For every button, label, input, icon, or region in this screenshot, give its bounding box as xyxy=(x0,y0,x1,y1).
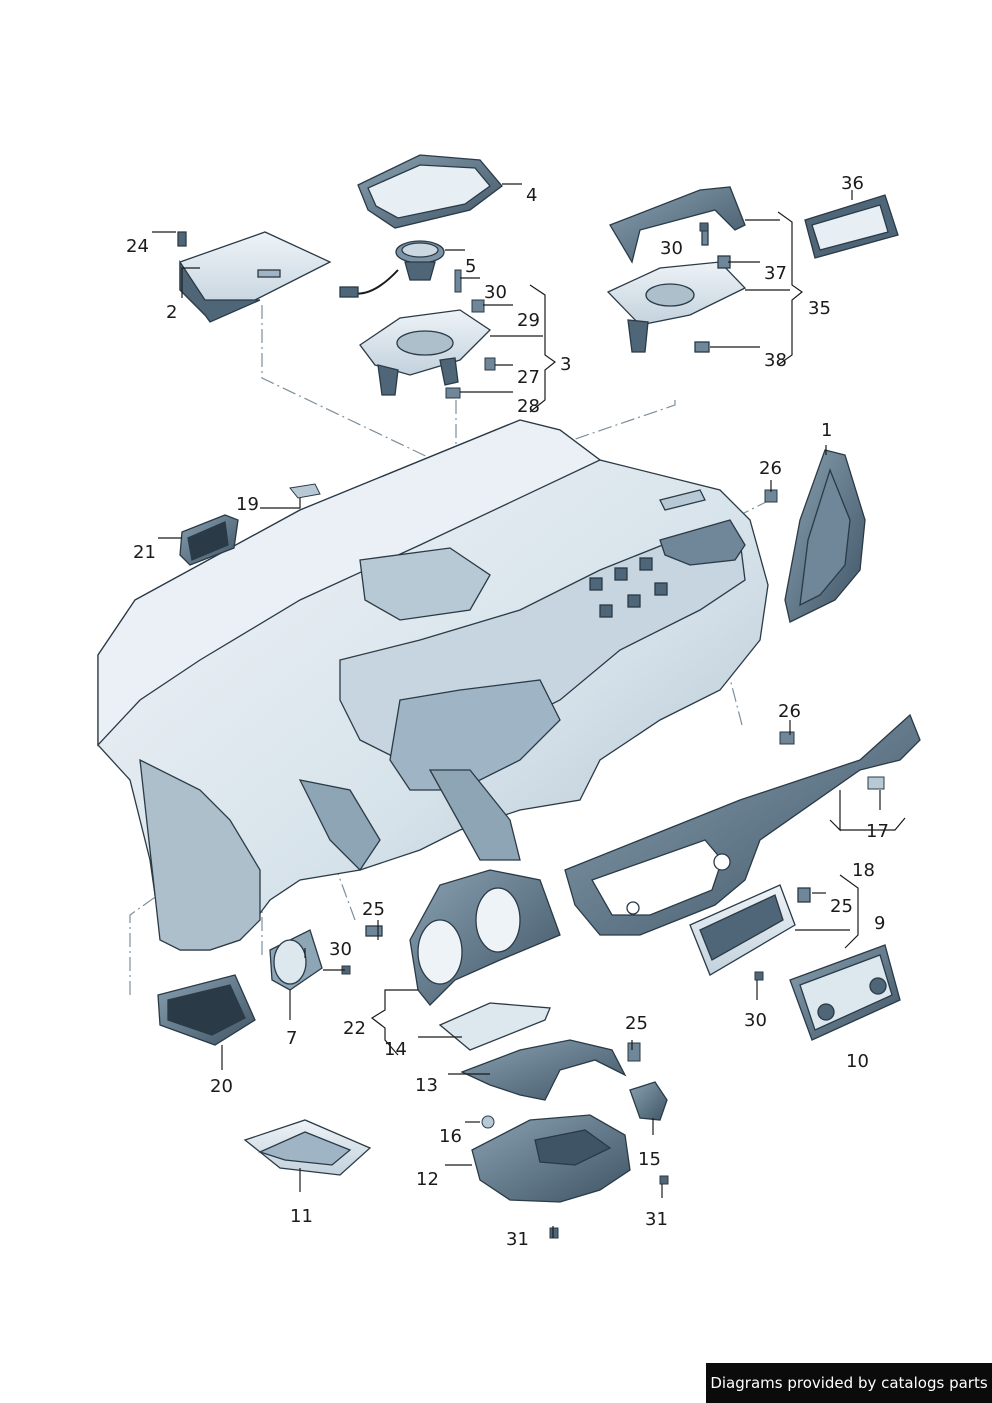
callout-10: 10 xyxy=(846,1051,869,1072)
clips-27-29 xyxy=(445,269,496,399)
callout-21: 21 xyxy=(133,542,156,563)
callout-7: 7 xyxy=(286,1028,298,1049)
part-19-cap xyxy=(289,483,321,499)
screws xyxy=(341,222,764,1239)
part-14-cover xyxy=(438,1002,551,1051)
callout-2: 2 xyxy=(166,302,178,323)
part-20-vent xyxy=(157,974,256,1046)
callout-22: 22 xyxy=(343,1018,366,1039)
callout-30-c: 30 xyxy=(329,939,352,960)
part-3-bracket xyxy=(359,309,492,396)
part-26-clip-2 xyxy=(779,731,795,745)
callout-20: 20 xyxy=(210,1076,233,1097)
part-5-speaker xyxy=(339,240,445,298)
callout-35: 35 xyxy=(808,298,831,319)
part-17-trim xyxy=(564,713,921,936)
callout-28: 28 xyxy=(517,396,540,417)
part-25-clip-3 xyxy=(627,1042,641,1062)
callout-12: 12 xyxy=(416,1169,439,1190)
callout-25-c: 25 xyxy=(625,1013,648,1034)
callout-16: 16 xyxy=(439,1126,462,1147)
callout-26-a: 26 xyxy=(759,458,782,479)
part-22-cluster-cover xyxy=(365,869,561,1006)
part-36-frame xyxy=(804,194,899,259)
callout-24: 24 xyxy=(126,236,149,257)
callout-19: 19 xyxy=(236,494,259,515)
callout-27: 27 xyxy=(517,367,540,388)
part-35-assembly xyxy=(606,186,747,353)
credit-banner: Diagrams provided by catalogs parts xyxy=(706,1363,992,1403)
callout-26-b: 26 xyxy=(778,701,801,722)
callout-17: 17 xyxy=(866,821,889,842)
part-10-control-panel xyxy=(789,944,901,1041)
callout-11: 11 xyxy=(290,1206,313,1227)
callout-31-a: 31 xyxy=(506,1229,529,1250)
callout-31-b: 31 xyxy=(645,1209,668,1230)
part-21-side-vent xyxy=(179,514,239,566)
callout-15: 15 xyxy=(638,1149,661,1170)
callout-5: 5 xyxy=(465,256,477,277)
part-13-upper-shroud xyxy=(460,1039,627,1101)
part-7-vent-ring xyxy=(269,929,323,991)
callout-30-d: 30 xyxy=(744,1010,767,1031)
callout-14: 14 xyxy=(384,1039,407,1060)
part-16-nut xyxy=(481,1115,495,1129)
callout-9: 9 xyxy=(874,913,886,934)
callout-1: 1 xyxy=(821,420,833,441)
callout-13: 13 xyxy=(415,1075,438,1096)
part-12-lower-shroud xyxy=(471,1114,631,1203)
callout-25-b: 25 xyxy=(830,896,853,917)
callout-38: 38 xyxy=(764,350,787,371)
callout-30-b: 30 xyxy=(660,238,683,259)
callout-29: 29 xyxy=(517,310,540,331)
part-15-trim xyxy=(629,1081,668,1121)
leader-lines xyxy=(152,183,906,1238)
part-11-storage-tray xyxy=(243,1119,372,1176)
callout-18: 18 xyxy=(852,860,875,881)
callout-36: 36 xyxy=(841,173,864,194)
part-9-bracket xyxy=(689,884,811,976)
part-17-clip xyxy=(867,776,885,790)
callout-37: 37 xyxy=(764,263,787,284)
callout-3: 3 xyxy=(560,354,572,375)
dashboard-panel xyxy=(97,419,769,951)
callout-4: 4 xyxy=(526,185,538,206)
callout-25-a: 25 xyxy=(362,899,385,920)
callout-30-a: 30 xyxy=(484,282,507,303)
part-2-storage xyxy=(177,231,332,323)
part-1-side-panel xyxy=(784,449,866,623)
part-4-display-cover xyxy=(357,154,503,229)
